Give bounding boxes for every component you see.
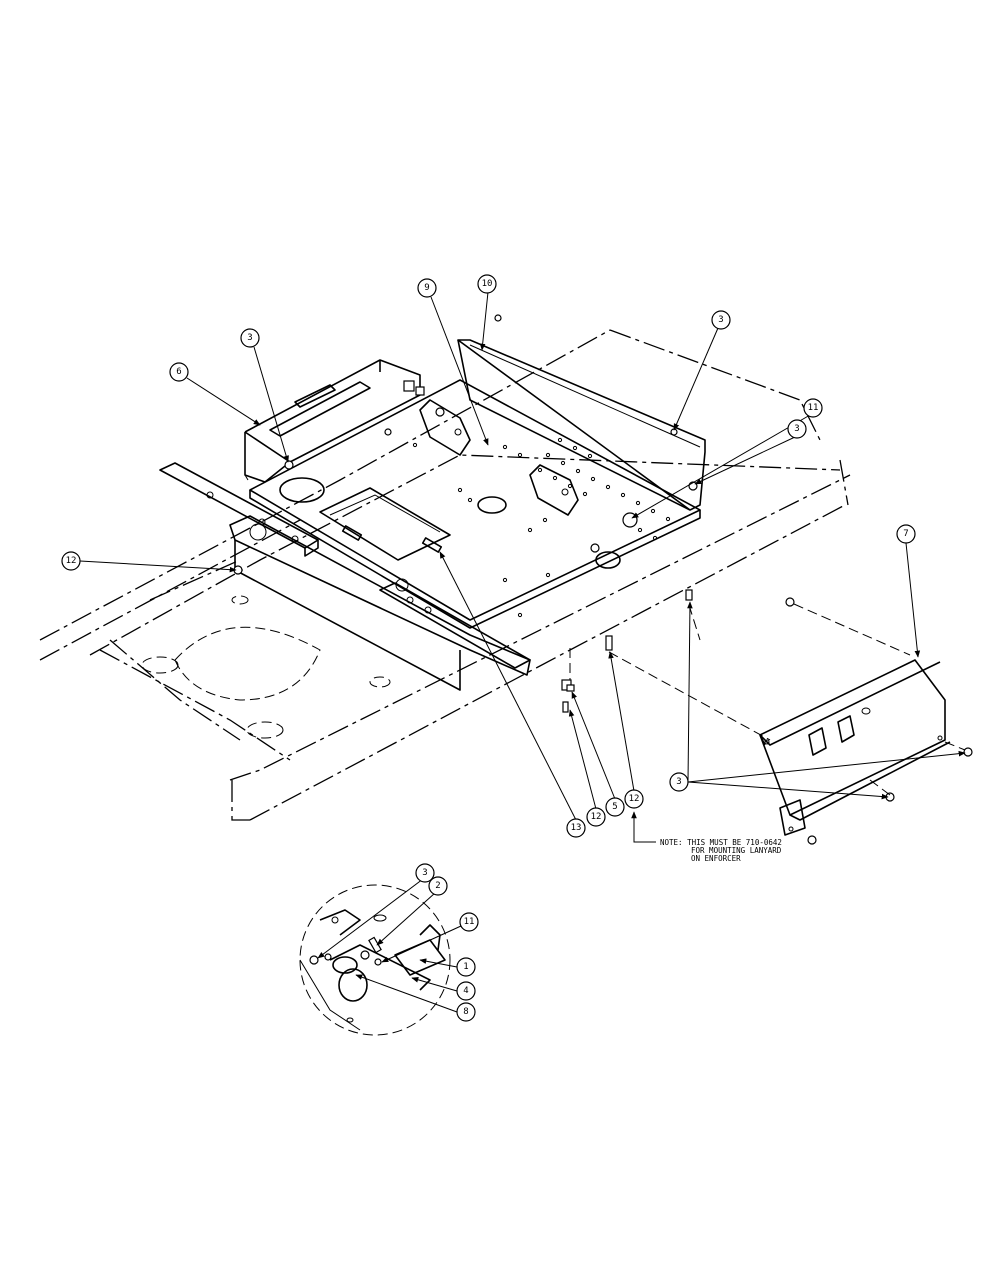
svg-text:10: 10 bbox=[482, 279, 493, 289]
frame-phantom bbox=[39, 329, 851, 821]
svg-text:12: 12 bbox=[591, 812, 602, 822]
svg-text:3: 3 bbox=[247, 333, 252, 343]
access-cover bbox=[319, 487, 451, 561]
svg-text:3: 3 bbox=[718, 315, 723, 325]
mounting-note: NOTE: THIS MUST BE 710-0642 FOR MOUNTING… bbox=[660, 838, 782, 863]
svg-text:6: 6 bbox=[176, 367, 181, 377]
callout: 8 bbox=[456, 1002, 476, 1022]
callout: 13 bbox=[566, 818, 586, 838]
callout: 3 bbox=[787, 419, 807, 439]
deck-plate bbox=[249, 379, 701, 629]
callout: 3 bbox=[415, 863, 435, 883]
svg-text:11: 11 bbox=[808, 403, 819, 413]
detail-view bbox=[299, 884, 451, 1036]
svg-text:9: 9 bbox=[424, 283, 429, 293]
angled-plate bbox=[457, 339, 706, 511]
callout: 9 bbox=[417, 278, 437, 298]
svg-text:12: 12 bbox=[629, 794, 640, 804]
svg-text:3: 3 bbox=[794, 424, 799, 434]
callout: 1 bbox=[456, 957, 476, 977]
callout: 10 bbox=[477, 274, 497, 294]
left-bracket bbox=[159, 462, 531, 691]
svg-text:2: 2 bbox=[435, 881, 440, 891]
svg-text:1: 1 bbox=[463, 962, 468, 972]
deck-holes bbox=[412, 437, 671, 618]
callout: 11 bbox=[459, 912, 479, 932]
callout: 5 bbox=[605, 797, 625, 817]
leader-lines bbox=[79, 291, 966, 1013]
callout: 3 bbox=[669, 772, 689, 792]
callout: 11 bbox=[803, 398, 823, 418]
center-bracket bbox=[379, 582, 531, 669]
callout: 3 bbox=[240, 328, 260, 348]
callout: 3 bbox=[711, 310, 731, 330]
svg-text:FOR MOUNTING LANYARD: FOR MOUNTING LANYARD bbox=[691, 846, 782, 855]
control-panel bbox=[759, 659, 966, 836]
callout: 12 bbox=[586, 807, 606, 827]
svg-text:11: 11 bbox=[464, 917, 475, 927]
callout: 2 bbox=[428, 876, 448, 896]
svg-text:8: 8 bbox=[463, 1007, 468, 1017]
callout: 7 bbox=[896, 524, 916, 544]
svg-text:3: 3 bbox=[422, 868, 427, 878]
svg-text:ON ENFORCER: ON ENFORCER bbox=[691, 854, 741, 863]
svg-text:13: 13 bbox=[571, 823, 582, 833]
svg-text:5: 5 bbox=[612, 802, 617, 812]
svg-text:7: 7 bbox=[903, 529, 908, 539]
svg-text:3: 3 bbox=[676, 777, 681, 787]
svg-text:NOTE: THIS MUST BE 710-0642: NOTE: THIS MUST BE 710-0642 bbox=[660, 838, 782, 847]
callout: 12 bbox=[61, 551, 81, 571]
callout: 6 bbox=[169, 362, 189, 382]
callout-balloons: 3 6 9 10 3 11 3 7 bbox=[61, 274, 916, 1022]
svg-text:12: 12 bbox=[66, 556, 77, 566]
deck-hardware bbox=[233, 314, 698, 575]
loose-hardware bbox=[561, 589, 973, 845]
svg-text:4: 4 bbox=[463, 986, 468, 996]
seat-bracket bbox=[244, 359, 421, 483]
callout: 12 bbox=[624, 789, 644, 809]
callout: 4 bbox=[456, 981, 476, 1001]
mounting-tabs bbox=[419, 399, 579, 516]
